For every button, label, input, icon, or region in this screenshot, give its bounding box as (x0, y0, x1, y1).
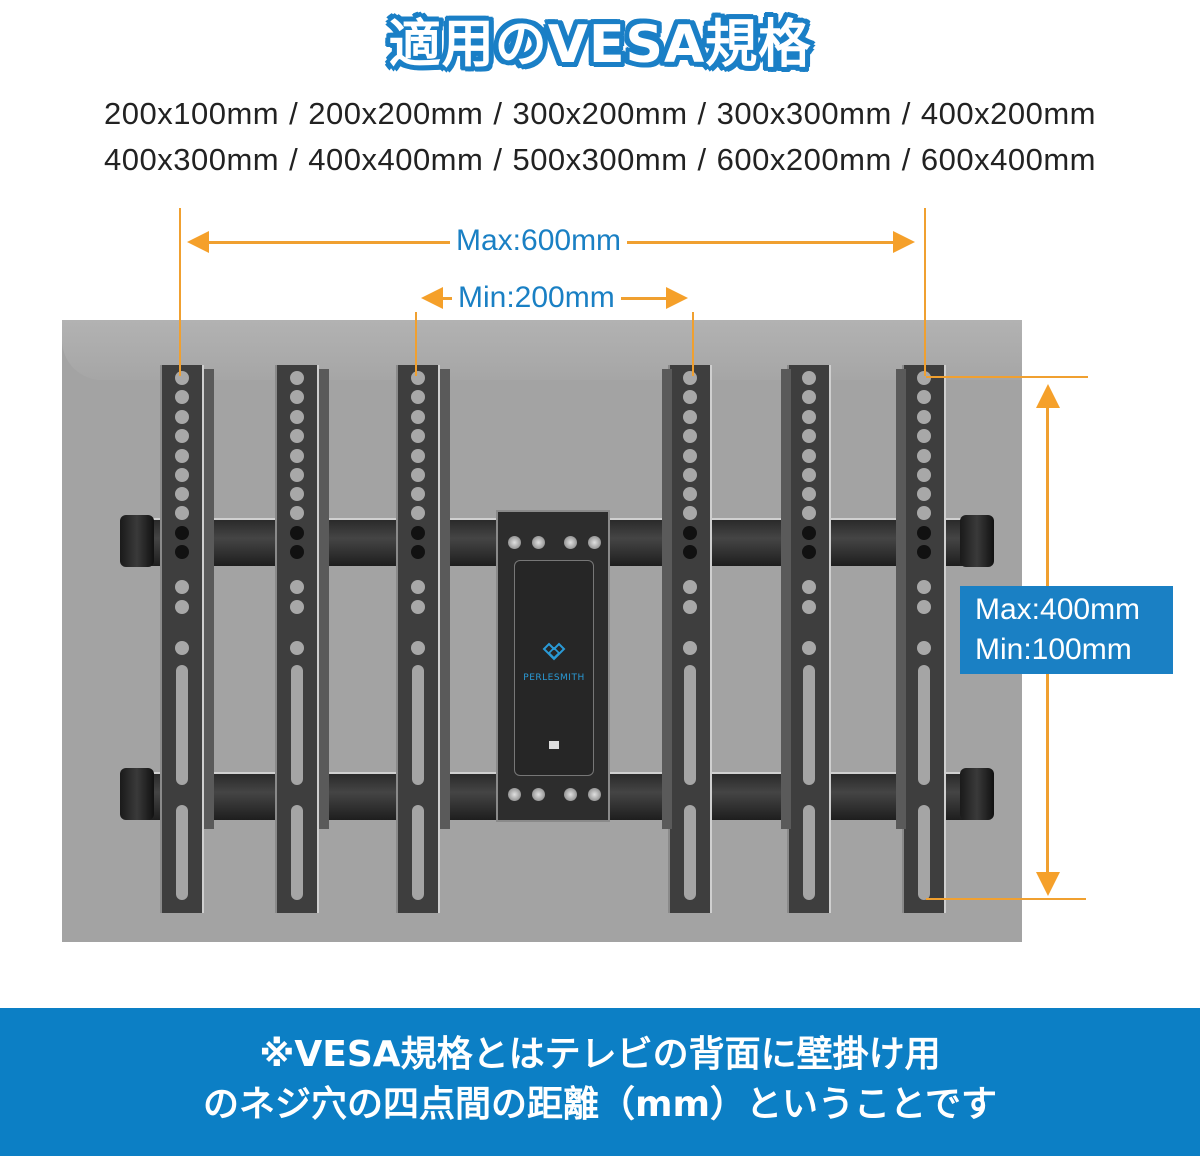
height-dimension-box: Max:400mm Min:100mm (960, 586, 1173, 674)
vesa-size: 600x400mm (920, 142, 1096, 177)
min-height-label: Min:100mm (975, 633, 1132, 666)
mount-bracket-6 (896, 365, 946, 913)
mount-bracket-4 (662, 365, 712, 913)
min-width-left-guide (415, 312, 417, 376)
vesa-size: 400x300mm (104, 142, 280, 177)
vesa-size: 400x400mm (308, 142, 484, 177)
max-width-label: Max:600mm (450, 224, 628, 258)
lock-tab-icon (549, 741, 559, 749)
vesa-size: 400x200mm (920, 96, 1096, 131)
arrow-left-icon (421, 287, 443, 309)
lower-right-endcap (960, 768, 994, 820)
vesa-explanation-banner: ※VESA規格とはテレビの背面に壁掛け用 のネジ穴の四点間の距離（mm）というこ… (0, 1008, 1200, 1156)
vesa-size: 600x200mm (716, 142, 892, 177)
arrow-down-icon (1036, 872, 1060, 896)
mount-bracket-5 (781, 365, 831, 913)
min-width-right-guide (692, 312, 694, 376)
max-width-left-guide (179, 208, 181, 376)
arrow-left-icon (187, 231, 209, 253)
separator: / (901, 96, 911, 131)
vesa-sizes-row-2: 400x300mm / 400x400mm / 500x300mm / 600x200mm /… (0, 142, 1200, 178)
vesa-sizes-row-1: 200x100mm / 200x200mm / 300x200mm / 300x300mm /… (0, 96, 1200, 132)
vesa-size: 300x200mm (512, 96, 688, 131)
page-title: 適用のVESA規格 (388, 15, 812, 75)
separator: / (493, 142, 503, 177)
vesa-size: 200x200mm (308, 96, 484, 131)
lower-left-endcap (120, 768, 154, 820)
separator: / (289, 96, 299, 131)
perlesmith-logo-icon (542, 642, 566, 661)
banner-line-1: ※VESA規格とはテレビの背面に壁掛け用 (259, 1034, 941, 1075)
max-height-label: Max:400mm (975, 593, 1141, 626)
separator: / (697, 96, 707, 131)
max-height-bottom-guide (926, 898, 1086, 900)
mount-bracket-2 (275, 365, 329, 913)
vesa-size: 200x100mm (104, 96, 280, 131)
arrow-up-icon (1036, 384, 1060, 408)
tv-rim (62, 320, 1022, 380)
vesa-size: 300x300mm (716, 96, 892, 131)
plate-inner-panel: PERLESMITH (514, 560, 594, 776)
banner-line-2: のネジ穴の四点間の距離（mm）ということです (203, 1084, 997, 1125)
separator: / (289, 142, 299, 177)
mount-bracket-1 (160, 365, 214, 913)
separator: / (901, 142, 911, 177)
brand-logo-text: PERLESMITH (523, 673, 585, 683)
separator: / (697, 142, 707, 177)
max-width-right-guide (924, 208, 926, 376)
mount-bracket-3 (396, 365, 450, 913)
upper-left-endcap (120, 515, 154, 567)
min-width-label: Min:200mm (452, 281, 621, 315)
vesa-size: 500x300mm (512, 142, 688, 177)
arrow-right-icon (666, 287, 688, 309)
center-mount-plate: PERLESMITH (496, 510, 610, 822)
max-height-top-guide (926, 376, 1088, 378)
upper-right-endcap (960, 515, 994, 567)
arrow-right-icon (893, 231, 915, 253)
separator: / (493, 96, 503, 131)
